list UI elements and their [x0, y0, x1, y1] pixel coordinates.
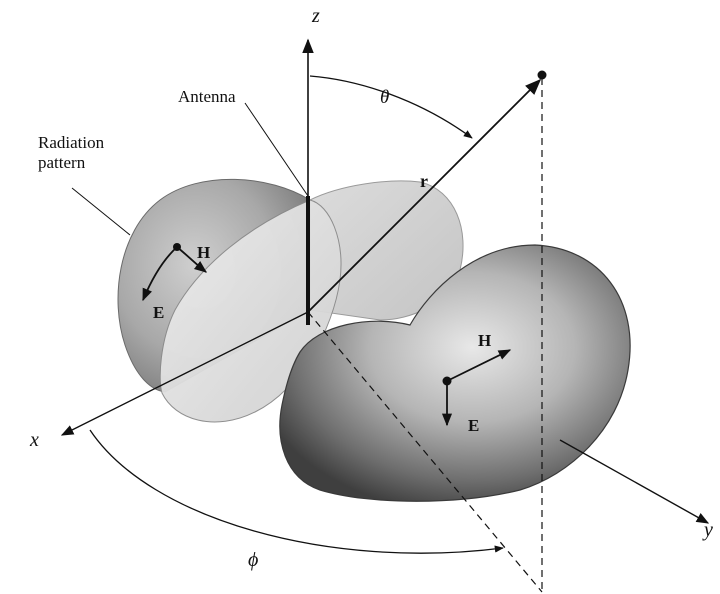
back-lobe-cut-face [309, 180, 464, 321]
radiation-pattern-label-line2: pattern [38, 153, 86, 172]
y-axis-label: y [702, 519, 713, 541]
y-axis [559, 439, 710, 524]
phi-arc [89, 429, 504, 554]
right-h-label: H [478, 331, 491, 350]
x-axis-label: x [29, 429, 39, 451]
z-axis-label: z [311, 5, 320, 27]
r-vector-label: r [420, 171, 428, 191]
r-vector-tip-point [537, 70, 547, 80]
radiation-pattern-leader-line [71, 187, 131, 236]
theta-label: θ [380, 87, 389, 108]
left-h-vector [176, 246, 207, 273]
phi-label: ϕ [248, 549, 258, 571]
left-e-label: E [153, 303, 164, 322]
right-h-vector [446, 349, 512, 382]
r-vector [307, 78, 542, 313]
antenna-label: Antenna [178, 87, 236, 106]
left-h-label: H [197, 243, 210, 262]
antenna-leader-line [244, 102, 309, 197]
xy-projection-dashed [307, 311, 543, 593]
right-e-label: E [468, 416, 479, 435]
left-e-vector [142, 246, 178, 302]
theta-arc [309, 75, 473, 139]
x-axis [60, 311, 309, 436]
radiation-pattern-label-line1: Radiation [38, 133, 105, 152]
